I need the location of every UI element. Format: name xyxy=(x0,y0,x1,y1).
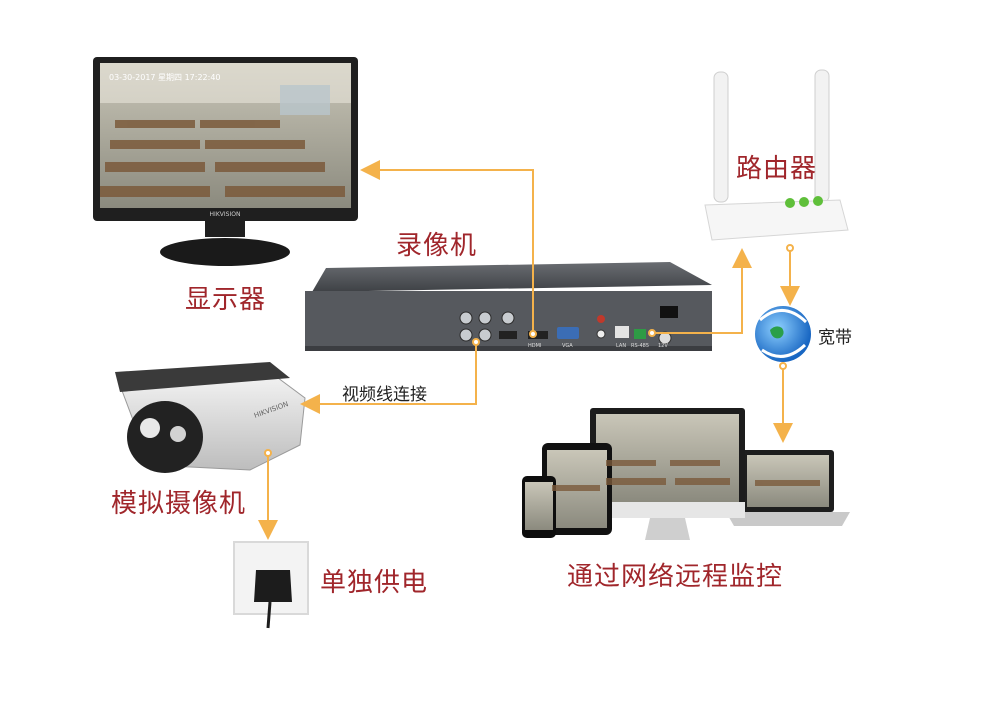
broadband-globe-icon xyxy=(755,306,811,362)
remote-devices xyxy=(522,408,850,540)
hdmi-port xyxy=(528,331,548,339)
power-label: 单独供电 xyxy=(320,568,429,598)
analog-camera-label: 模拟摄像机 xyxy=(111,489,247,519)
svg-text:HDMI: HDMI xyxy=(528,343,541,349)
recorder-label: 录像机 xyxy=(396,231,478,261)
remote-monitoring-label: 通过网络远程监控 xyxy=(567,562,784,592)
power-switch xyxy=(660,306,678,318)
monitor-brand-text: HIKVISION xyxy=(210,211,241,218)
analog-camera: HIKVISION xyxy=(115,362,306,473)
svg-text:VGA: VGA xyxy=(562,343,573,349)
power-outlet xyxy=(233,541,309,629)
connection-lines xyxy=(258,160,800,540)
lan-port xyxy=(615,326,629,338)
vga-port xyxy=(557,327,579,339)
svg-text:LAN: LAN xyxy=(616,343,626,349)
router-label: 路由器 xyxy=(736,154,818,184)
svg-text:12V: 12V xyxy=(658,343,668,349)
monitor-osd-text: 03-30-2017 星期四 17:22:40 xyxy=(109,73,221,82)
monitor-label: 显示器 xyxy=(185,285,267,315)
router xyxy=(704,69,849,241)
video-cable-label: 视频线连接 xyxy=(342,385,427,405)
monitor-stand xyxy=(160,238,290,266)
svg-text:RS-485: RS-485 xyxy=(631,343,649,349)
dvr: HDMI VGA LAN RS-485 12V xyxy=(305,262,712,351)
monitor: 03-30-2017 星期四 17:22:40 HIKVISION xyxy=(93,57,358,266)
broadband-label: 宽带 xyxy=(818,328,852,348)
